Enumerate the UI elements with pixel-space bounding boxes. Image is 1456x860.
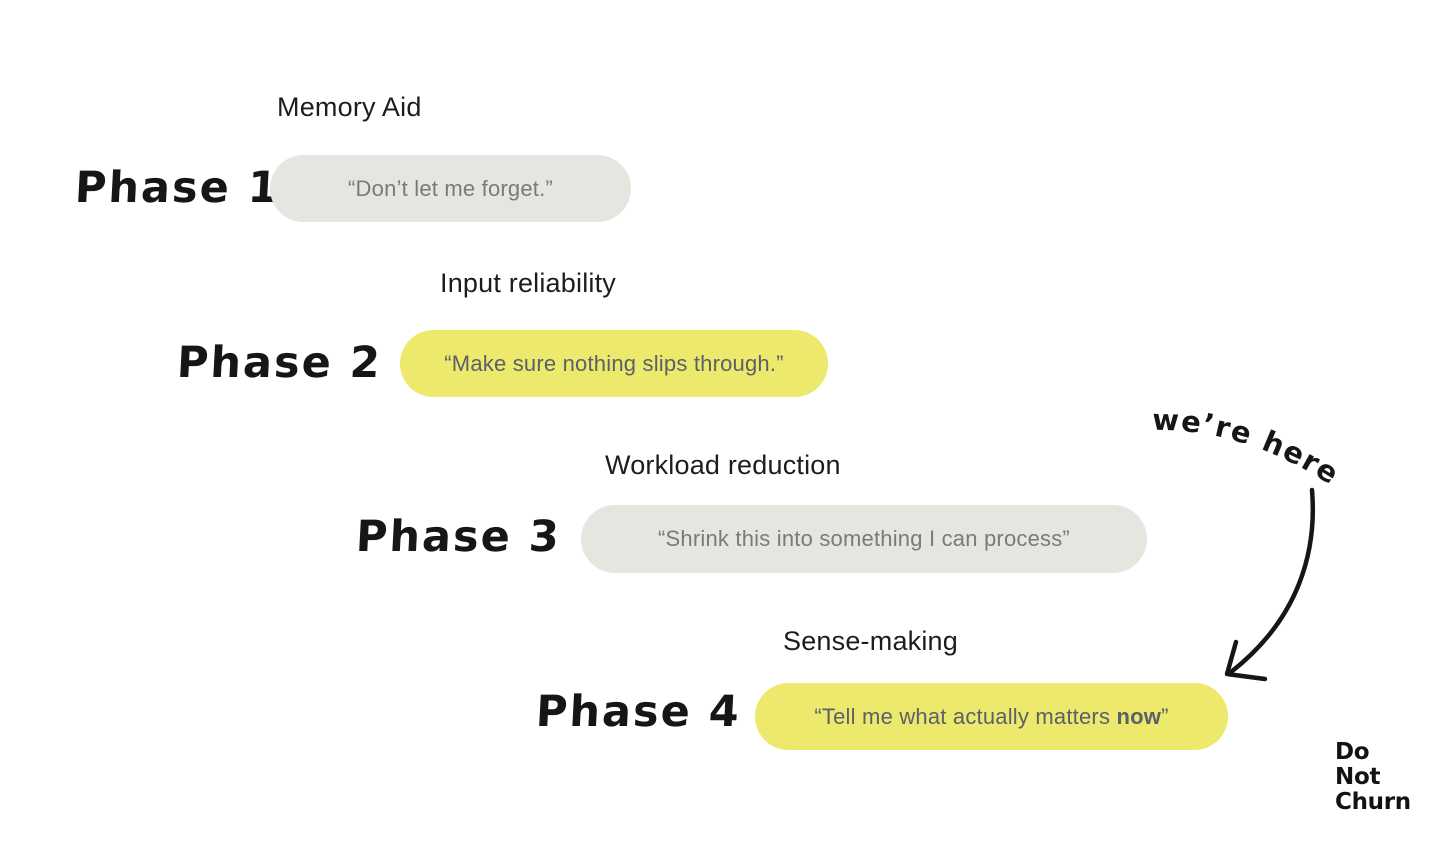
do-not-churn-logo: Do Not Churn: [1335, 740, 1411, 815]
were-here-label: we’re here: [1152, 403, 1346, 492]
quote-prefix: “Make sure nothing slips through.”: [444, 350, 784, 376]
phase-3-handwritten-label: Phase 3: [354, 512, 563, 562]
phase-1-title: Memory Aid: [277, 92, 422, 122]
were-here-annotation: we’re here: [1152, 403, 1346, 682]
phase-4-quote-text: “Tell me what actually matters now”: [814, 704, 1168, 730]
phase-4-title: Sense-making: [783, 626, 958, 656]
phase-2-quote-text: “Make sure nothing slips through.”: [444, 351, 783, 377]
quote-suffix: ”: [1161, 703, 1169, 729]
logo-line: Churn: [1335, 789, 1411, 815]
phase-2-title: Input reliability: [440, 268, 616, 298]
logo-line: Not: [1335, 764, 1381, 790]
phase-1-quote-text: “Don’t let me forget.”: [348, 176, 553, 202]
curved-arrow-icon: [1224, 487, 1316, 682]
quote-prefix: “Shrink this into something I can proces…: [658, 526, 1070, 551]
phase-2-handwritten-label: Phase 2: [175, 338, 384, 388]
phase-4-quote-pill: “Tell me what actually matters now”: [755, 683, 1228, 750]
phase-1-quote-pill: “Don’t let me forget.”: [270, 155, 631, 222]
phase-3-title: Workload reduction: [605, 450, 841, 480]
phase-2-quote-pill: “Make sure nothing slips through.”: [400, 330, 828, 397]
phase-1-handwritten-label: Phase 1: [73, 163, 282, 213]
quote-prefix: “Don’t let me forget.”: [348, 175, 553, 201]
phase-4-handwritten-label: Phase 4: [534, 687, 743, 737]
phase-3-quote-text: “Shrink this into something I can proces…: [658, 526, 1070, 552]
quote-prefix: “Tell me what actually matters: [814, 703, 1117, 729]
quote-bold: now: [1116, 703, 1162, 729]
logo-line: Do: [1335, 739, 1370, 765]
phase-3-quote-pill: “Shrink this into something I can proces…: [581, 505, 1147, 573]
